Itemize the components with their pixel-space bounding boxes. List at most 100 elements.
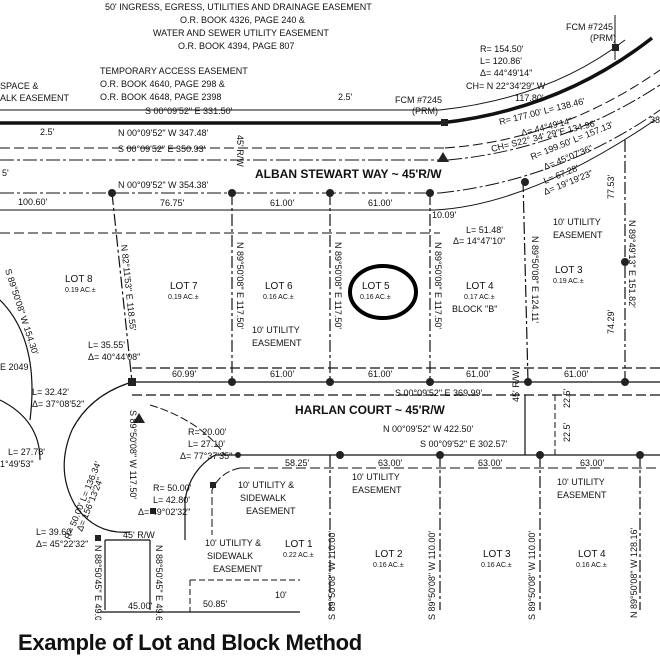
monuments	[95, 44, 644, 541]
note-ingress-4: O.R. BOOK 4394, PAGE 807	[178, 41, 294, 51]
lot-lines-block-b	[111, 140, 660, 396]
u2-0: 10' UTILITY	[553, 217, 601, 227]
v14: S 89°50'08" W 154.30'	[3, 268, 40, 357]
c11-2: Δ= 77°37'35"	[180, 451, 232, 461]
note-ingress-3: WATER AND SEWER UTILITY EASEMENT	[153, 28, 329, 38]
bearing-3: S 00°09'52" E 350.93'	[118, 144, 206, 154]
d-63a: 63.00'	[378, 458, 403, 468]
v11: N 88°50'45" E 49.02'	[93, 545, 103, 620]
u2-1: EASEMENT	[553, 230, 603, 240]
c8-0: L= 27.78'	[8, 447, 45, 457]
vertical-bearings: N 82°11'53" E 118.55' N 89°50'08" E 117.…	[3, 220, 639, 620]
v2: N 89°50'08" E 117.50'	[235, 242, 245, 329]
s1-1: SIDEWALK	[240, 493, 286, 503]
lot7-area: 0.19 AC.±	[168, 294, 199, 301]
d-38: 38	[650, 115, 660, 125]
c1-3: CH= N 22°34'29" W	[466, 81, 546, 91]
lotb4-area: 0.16 AC.±	[576, 562, 607, 569]
lot4-name: LOT 4	[466, 281, 494, 292]
lot5-area: 0.16 AC.±	[360, 294, 391, 301]
v4: N 89°50'08" E 117.50'	[433, 242, 443, 329]
d-61f: 61.00'	[564, 369, 589, 379]
s1-0: 10' UTILITY &	[238, 480, 294, 490]
harlan-court-lines	[0, 299, 660, 613]
fcm-mid-2: (PRM)	[412, 106, 438, 116]
street-names: ALBAN STEWART WAY ~ 45'R/W HARLAN COURT …	[123, 135, 521, 540]
note-temp-1: TEMPORARY ACCESS EASEMENT	[100, 66, 248, 76]
note-temp-3: O.R. BOOK 4648, PAGE 2398	[100, 92, 221, 102]
u3-0: 10' UTILITY	[352, 472, 400, 482]
c12-0: R= 50.00'	[153, 483, 192, 493]
d-61a: 61.00'	[270, 198, 295, 208]
bearing-6: N 00°09'52" W 422.50'	[383, 424, 474, 434]
lot2-name: LOT 2	[375, 549, 403, 560]
lot8-name: LOT 8	[65, 274, 93, 285]
s1-2: EASEMENT	[246, 506, 296, 516]
s2-1: SIDEWALK	[207, 551, 253, 561]
note-ingress-1: 50' INGRESS, EGRESS, UTILITIES AND DRAIN…	[105, 2, 372, 12]
c6-0: L= 35.55'	[88, 340, 125, 350]
lotb3-name: LOT 3	[483, 549, 511, 560]
c1-2: Δ= 44°49'14"	[480, 68, 532, 78]
d-2-5a: 2.5'	[40, 127, 55, 137]
c5-0: L= 51.48'	[466, 225, 503, 235]
easement-notes: 50' INGRESS, EGRESS, UTILITIES AND DRAIN…	[0, 2, 616, 116]
lot4-area: 0.17 AC.±	[464, 294, 495, 301]
s2-2: EASEMENT	[213, 564, 263, 574]
c11-1: L= 27.10'	[188, 439, 225, 449]
note-temp-2: O.R. BOOK 4640, PAGE 298 &	[100, 79, 225, 89]
d-22-5a: 22.5'	[562, 388, 572, 408]
fcm-top-1: FCM #7245	[566, 22, 613, 32]
d-61e: 61.00'	[466, 369, 491, 379]
lot8-area: 0.19 AC.±	[65, 287, 96, 294]
bearing-2: N 00°09'52" W 347.48'	[118, 128, 209, 138]
v7: S 89°50'08" W 110.00'	[327, 531, 337, 620]
lotb4-name: LOT 4	[578, 549, 606, 560]
rw-alban: 45' R/W	[235, 135, 245, 167]
lot5-highlight-circle	[348, 264, 418, 320]
rw-bottom: 45' R/W	[123, 530, 155, 540]
d-58-25: 58.25'	[285, 458, 310, 468]
lot-labels: LOT 8 0.19 AC.± LOT 7 0.19 AC.± LOT 6 0.…	[65, 265, 607, 569]
d-60-99: 60.99'	[172, 369, 197, 379]
curve-data: R= 154.50' L= 120.86' Δ= 44°49'14" CH= N…	[0, 44, 615, 549]
d-77-53: 77.53'	[606, 174, 616, 199]
v5: N 89°50'08" E 124.11'	[530, 236, 540, 323]
bearing-7: S 00°09'52" E 302.57'	[420, 439, 508, 449]
c12-2: Δ= 49°02'32"	[138, 507, 190, 517]
lot6-area: 0.16 AC.±	[263, 294, 294, 301]
rw-harlan: 45' R/W	[511, 370, 521, 402]
lot6-name: LOT 6	[265, 281, 293, 292]
bearing-5: S 00°09'52" E 369.99'	[395, 388, 483, 398]
d-5: 5'	[2, 168, 9, 178]
lot3-area: 0.19 AC.±	[553, 278, 584, 285]
c6-1: Δ= 40°44'08"	[88, 352, 140, 362]
bearing-4: N 00°09'52" W 354.38'	[118, 180, 209, 190]
c10-0: L= 39.60'	[36, 527, 73, 537]
v8: S 89°50'08" W 110.00'	[427, 531, 437, 620]
figure-caption: Example of Lot and Block Method	[18, 630, 362, 655]
d-74-29: 74.29'	[606, 309, 616, 334]
dimension-labels: 100.60' 76.75' 61.00' 61.00' 10.09' 2.5'…	[0, 92, 660, 611]
v10: S 89°50'08" W 117.50'	[128, 410, 138, 499]
lot3-name: LOT 3	[555, 265, 583, 276]
u4-0: 10' UTILITY	[557, 477, 605, 487]
note-space-1: SPACE &	[0, 81, 38, 91]
lotb3-area: 0.16 AC.±	[481, 562, 512, 569]
subdivision-plat: 50' INGRESS, EGRESS, UTILITIES AND DRAIN…	[0, 2, 660, 620]
d-63c: 63.00'	[580, 458, 605, 468]
c10-1: Δ= 45°22'32"	[36, 539, 88, 549]
note-space-2: ALK EASEMENT	[0, 93, 70, 103]
note-ingress-2: O.R. BOOK 4326, PAGE 240 &	[180, 15, 305, 25]
c7-0: L= 32.42'	[32, 387, 69, 397]
lot1-name: LOT 1	[285, 539, 313, 550]
lot5-name: LOT 5	[362, 281, 390, 292]
d-100-60: 100.60'	[18, 197, 48, 207]
d-63b: 63.00'	[478, 458, 503, 468]
fcm-mid-1: FCM #7245	[395, 95, 442, 105]
u3-1: EASEMENT	[352, 485, 402, 495]
c8-1: 1°49'53"	[0, 459, 34, 469]
v12: N 88°50'45" E 49.69'	[154, 545, 164, 620]
v3: N 89°50'08" E 117.50'	[333, 242, 343, 329]
top-road-lines	[0, 15, 660, 234]
